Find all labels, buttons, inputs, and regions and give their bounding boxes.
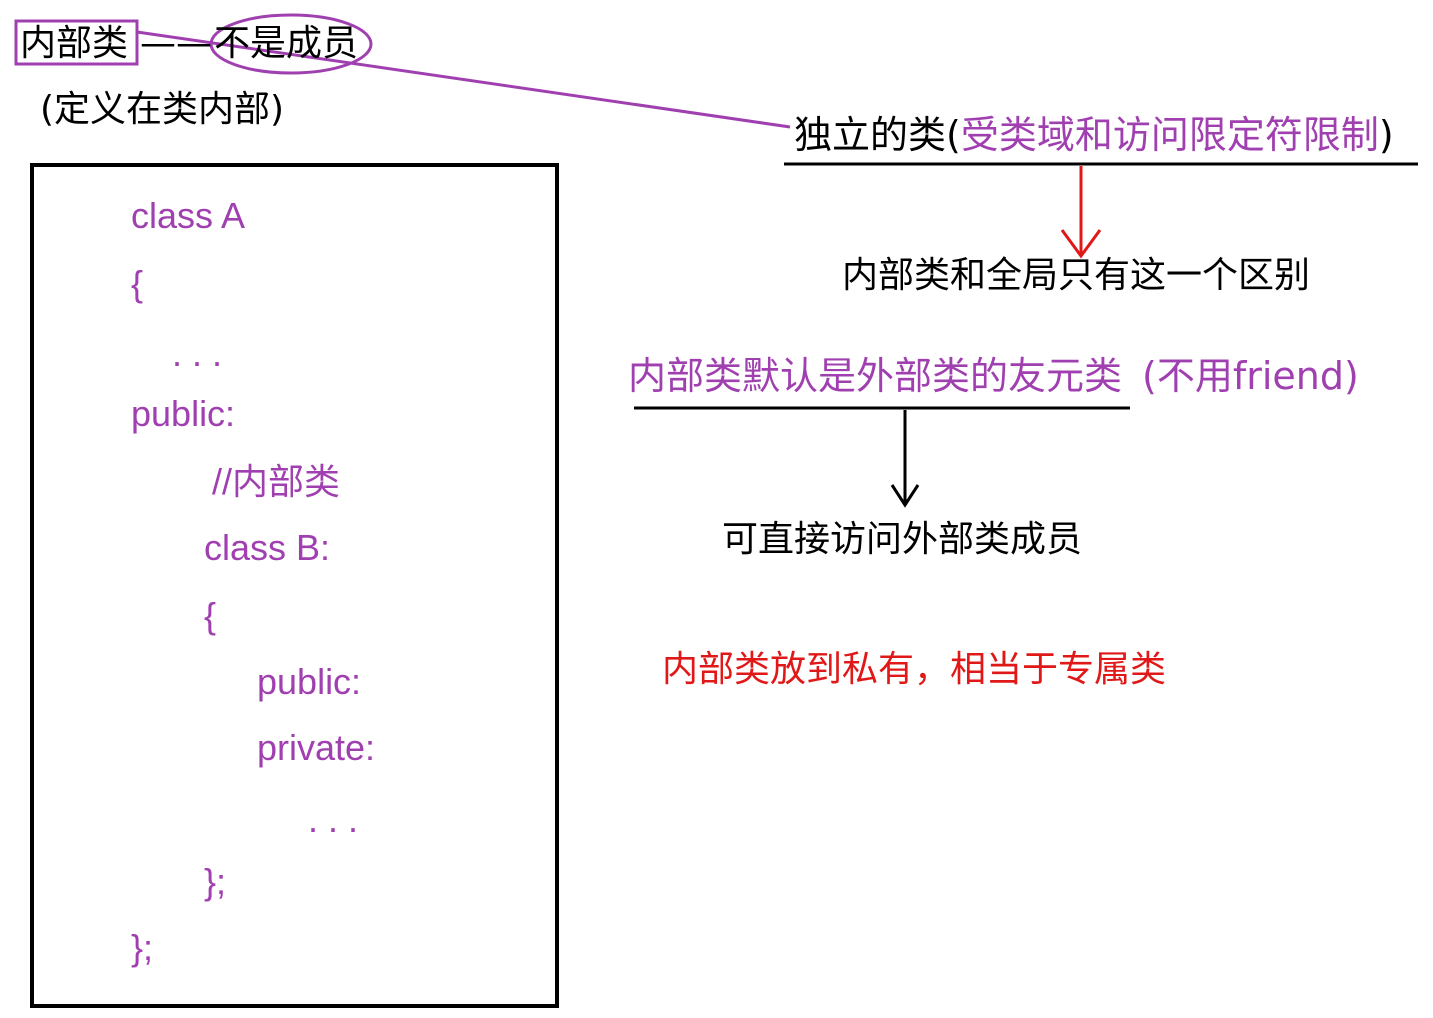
code-line-open-brace: { [131, 263, 144, 304]
code-line-inner-ellipsis: . . . [308, 799, 359, 840]
code-line-outer-close: }; [131, 927, 154, 968]
code-line-public: public: [131, 393, 236, 434]
definition-note: (定义在类内部) [40, 89, 285, 130]
paren-open: ( [946, 113, 961, 157]
no-friend-keyword-note: (不用friend) [1142, 354, 1359, 398]
inner-class-highlight-box [14, 19, 139, 66]
private-exclusive-note: 内部类放到私有，相当于专属类 [662, 649, 1167, 690]
code-line-inner-private: private: [257, 727, 376, 768]
red-down-arrow [1060, 166, 1102, 259]
paren-close: ) [1378, 113, 1394, 157]
code-line-comment: //内部类 [212, 461, 341, 502]
code-line-ellipsis: . . . [172, 333, 223, 374]
friend-class-text: 内部类默认是外部类的友元类 [628, 354, 1123, 398]
code-example-box [30, 163, 559, 1008]
code-line-inner-public: public: [257, 661, 362, 702]
scope-limit-text: 受类域和访问限定符限制 [960, 113, 1379, 157]
access-outer-members-note: 可直接访问外部类成员 [722, 519, 1083, 560]
inner-class-connector-line [136, 30, 791, 129]
difference-note: 内部类和全局只有这一个区别 [842, 255, 1311, 296]
code-line-class-b: class B: [204, 527, 331, 568]
inner-class-label: 内部类 [20, 23, 129, 64]
dash-separator: —— [140, 23, 212, 64]
black-down-arrow [890, 410, 920, 508]
not-member-label: 不是成员 [214, 23, 359, 64]
independent-class-label: 独立的类 [794, 113, 947, 157]
friend-class-line: 内部类默认是外部类的友元类 (不用friend) [628, 357, 1359, 395]
code-line-inner-close: }; [204, 861, 227, 902]
independent-class-line: 独立的类(受类域和访问限定符限制) [794, 116, 1394, 154]
code-line-inner-open-brace: { [204, 595, 217, 636]
code-line-class-a: class A [131, 195, 246, 236]
